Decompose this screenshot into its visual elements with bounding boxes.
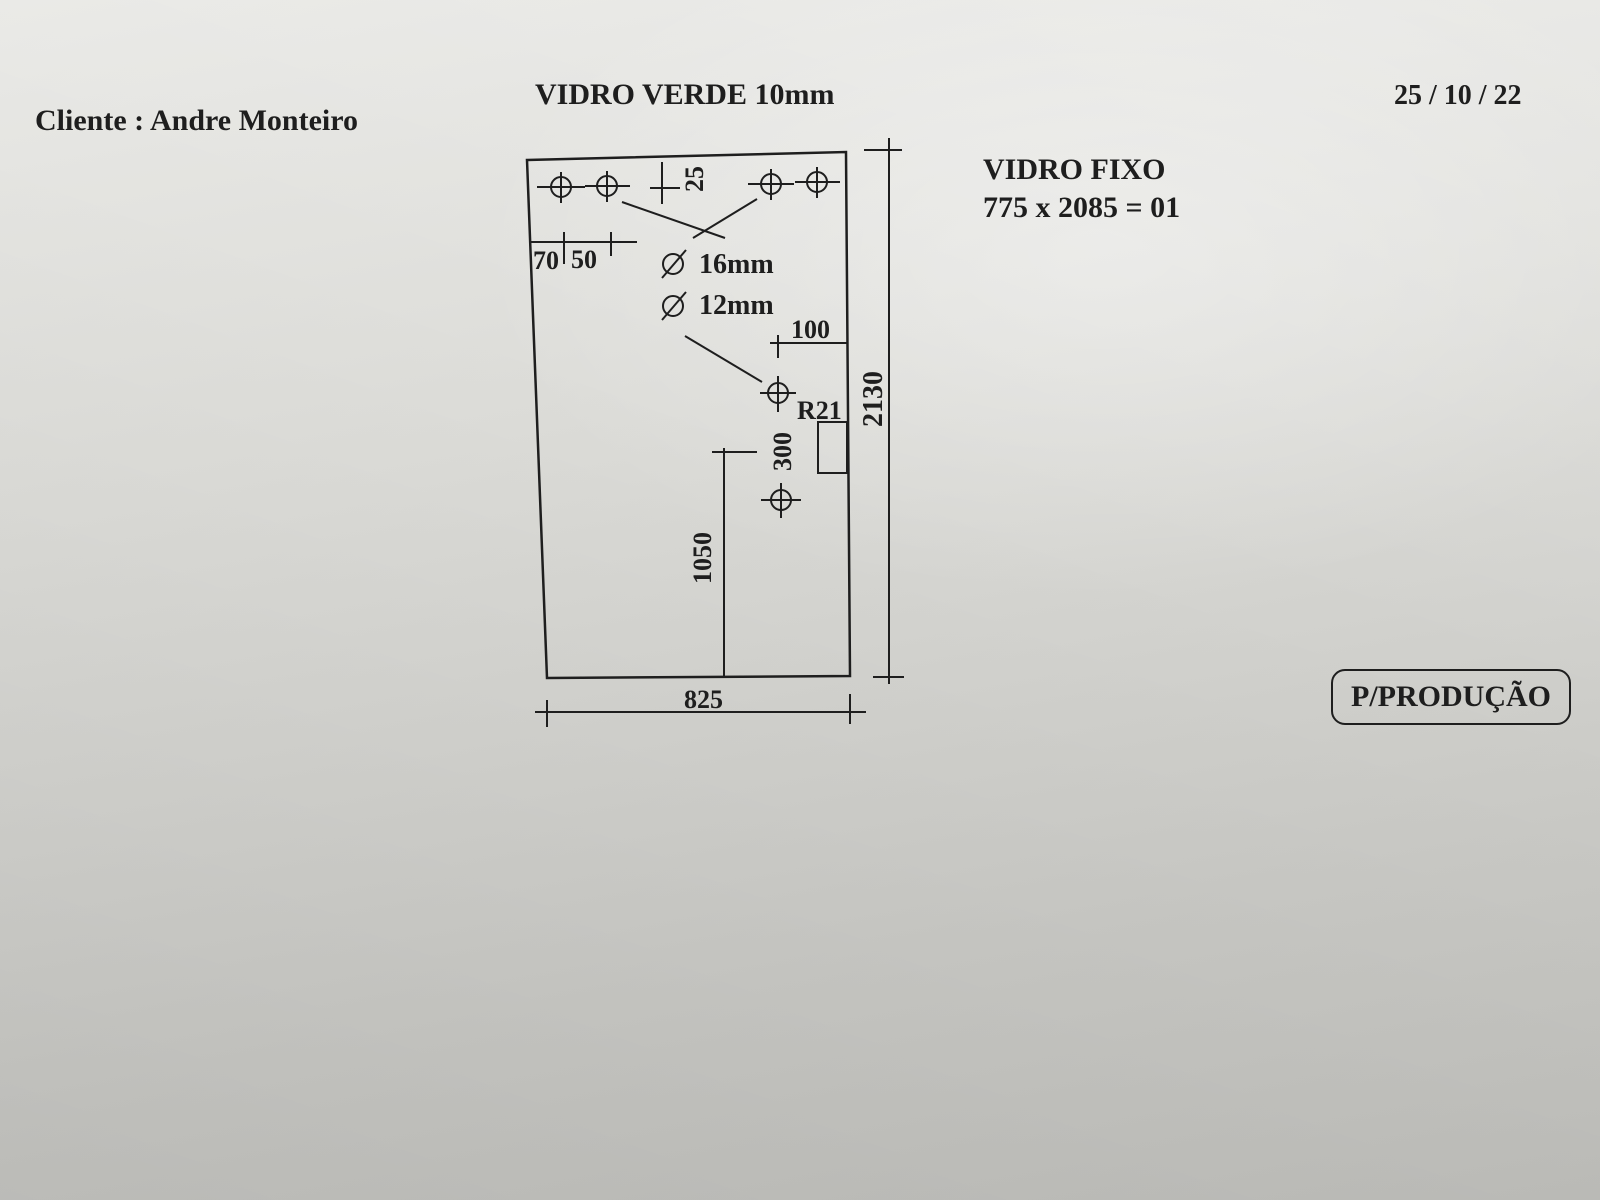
dim-hole-top-offset: 25 [680, 166, 709, 192]
diameter-icon-12 [661, 291, 687, 321]
hole-top-3 [748, 169, 794, 200]
hole-top-1 [537, 172, 585, 203]
glass-spec-title: VIDRO VERDE 10mm [535, 78, 835, 111]
client-name: Cliente : Andre Monteiro [35, 104, 359, 137]
hole-top-4 [795, 167, 840, 198]
dim-side-offset: 100 [791, 315, 830, 344]
dim-overall-width: 825 [684, 685, 723, 714]
piece-size: 775 x 2085 = 01 [983, 191, 1181, 224]
hole-side-upper [760, 376, 796, 412]
dim-hole-diameter-large: 16mm [699, 249, 774, 280]
dim-hole-spacing: 50 [571, 245, 597, 274]
piece-type: VIDRO FIXO [983, 153, 1166, 186]
hole-side-lower [761, 483, 801, 518]
notch-cutout [817, 421, 848, 474]
dim-hole-vertical-spacing: 300 [768, 432, 797, 471]
order-date: 25 / 10 / 22 [1394, 80, 1522, 111]
dim-hole-diameter-small: 12mm [699, 290, 774, 321]
production-stamp: P/PRODUÇÃO [1331, 669, 1571, 725]
piece-info: VIDRO FIXO 775 x 2085 = 01 [983, 151, 1180, 227]
dim-handle-height: 1050 [688, 532, 717, 584]
dim-hole-left-offset: 70 [533, 246, 559, 275]
diameter-icon-16 [661, 249, 687, 279]
hole-top-2 [585, 171, 630, 202]
dim-notch-radius: R21 [797, 396, 842, 425]
dim-overall-height: 2130 [858, 371, 889, 427]
glass-panel-outline [525, 150, 852, 680]
